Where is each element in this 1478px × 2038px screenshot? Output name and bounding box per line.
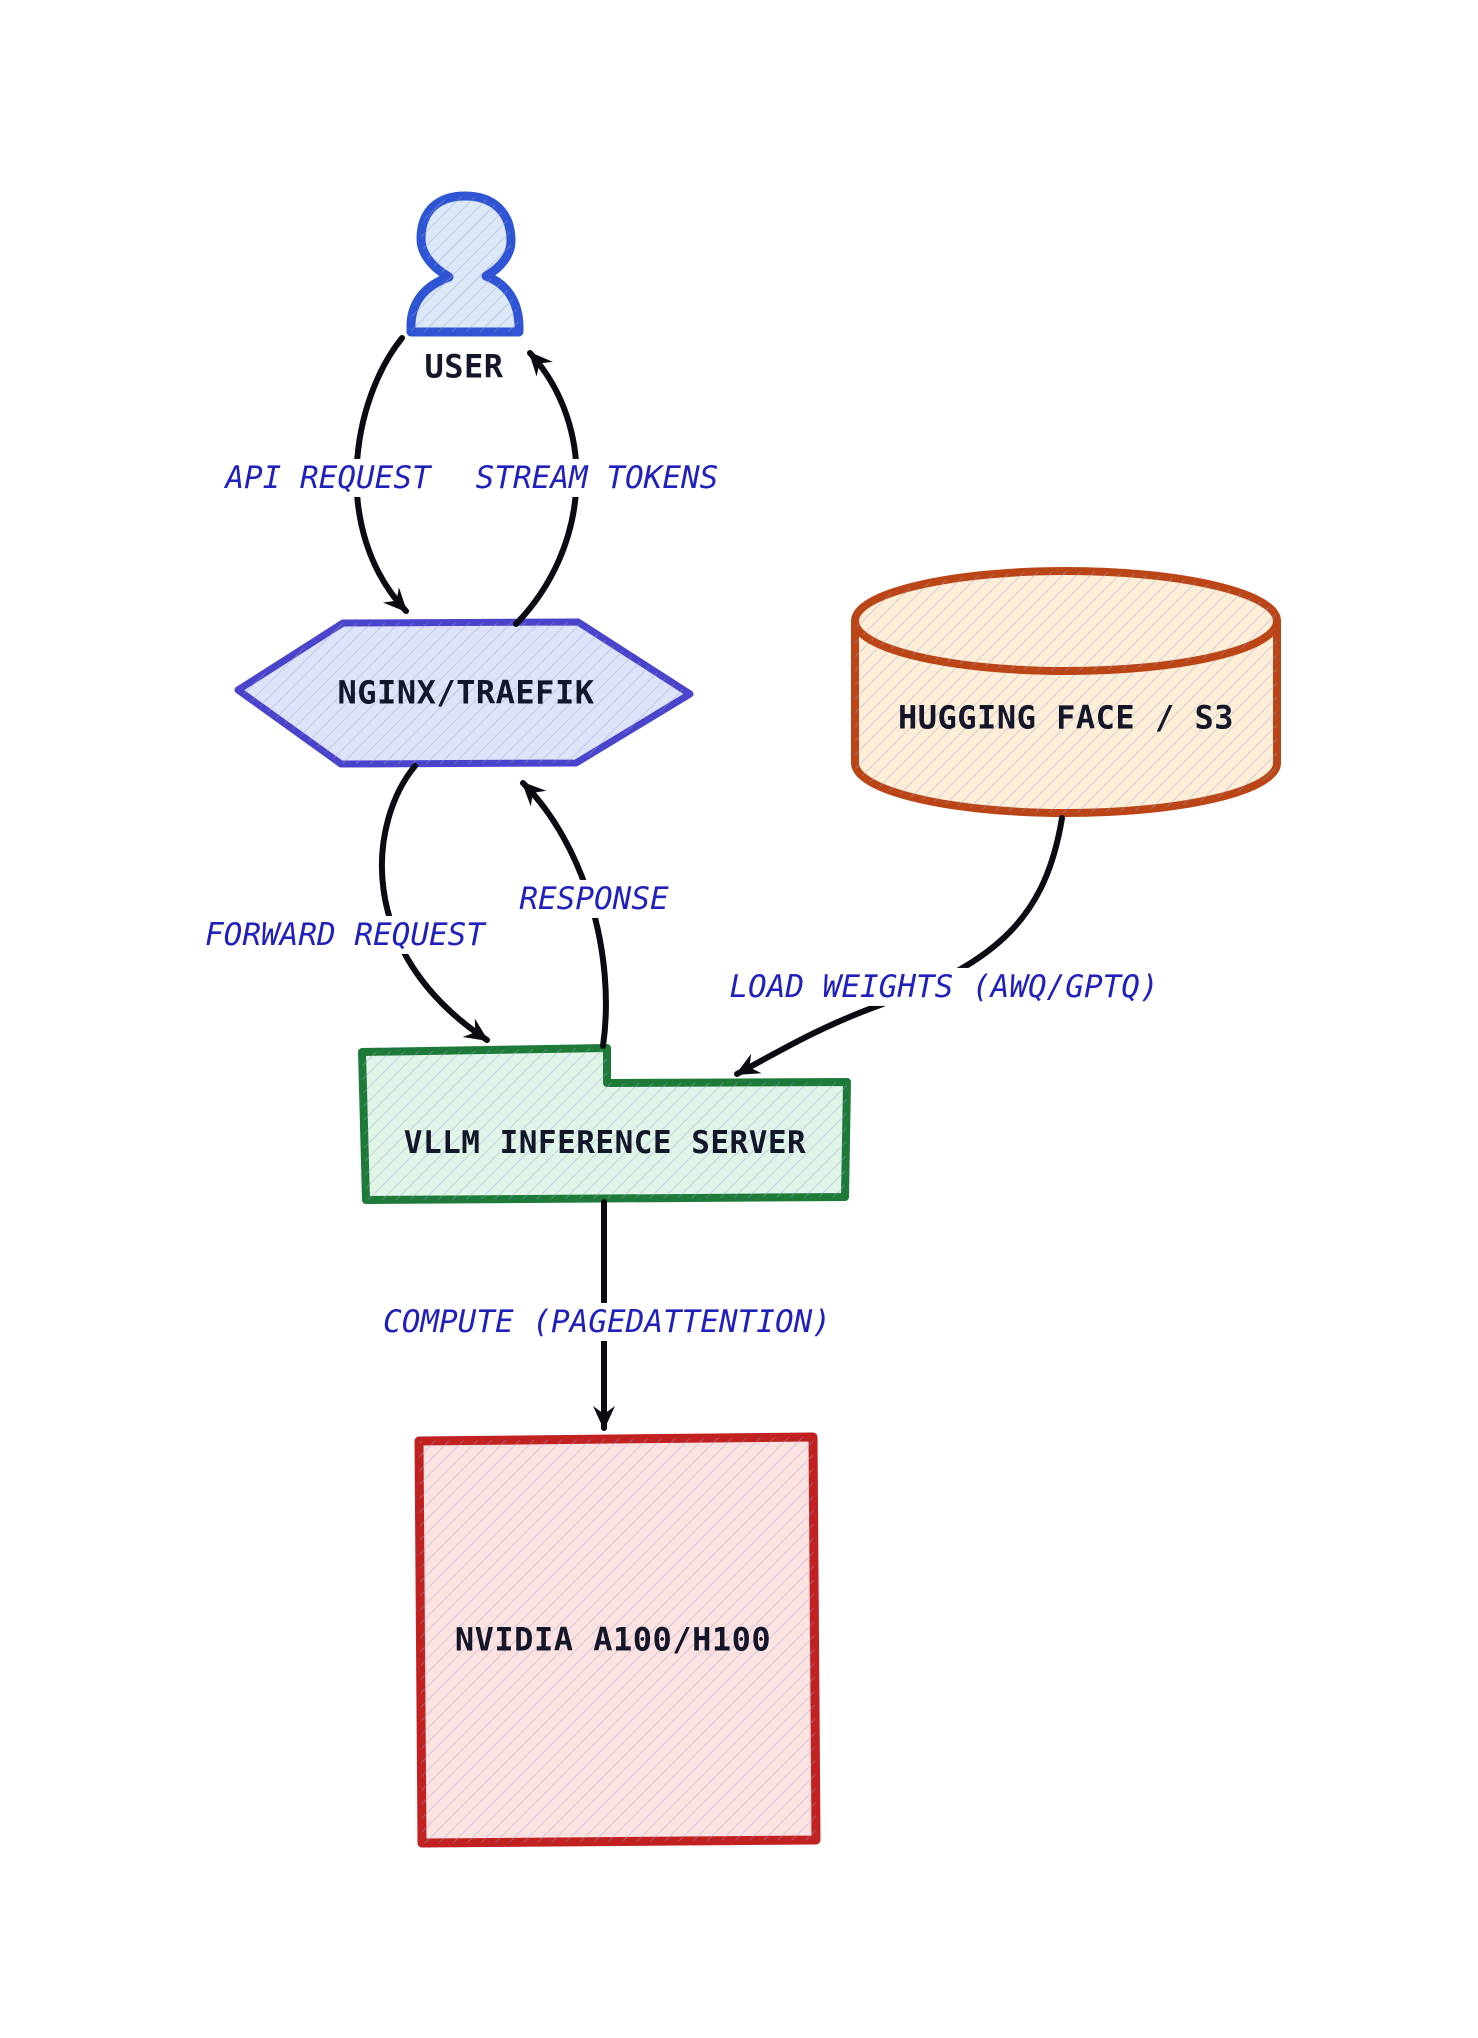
- server-shape-hatch: [362, 1048, 847, 1200]
- compute-edge-label: COMPUTE (PAGEDATTENTION): [375, 1302, 839, 1342]
- user-node: [406, 191, 524, 337]
- api-request-edge-label: API REQUEST: [217, 458, 439, 498]
- model-store-node: [851, 567, 1281, 817]
- cylinder-body-hatch: [855, 621, 1277, 813]
- model-store-label: HUGGING FACE / S3: [897, 698, 1235, 737]
- user-icon-hatch: [411, 196, 519, 332]
- stream-tokens-edge-label: STREAM TOKENS: [467, 458, 727, 498]
- inference-server-label: VLLM INFERENCE SERVER: [403, 1124, 807, 1161]
- gateway-label: NGINX/TRAEFIK: [337, 673, 595, 712]
- response-edge-label: RESPONSE: [511, 879, 677, 919]
- edges: [353, 335, 1065, 1431]
- cylinder-top-hatch: [855, 571, 1277, 671]
- gpu-label: NVIDIA A100/H100: [454, 1620, 772, 1659]
- load-weights-edge-label: LOAD WEIGHTS (AWQ/GPTQ): [721, 967, 1167, 1007]
- gateway-node: [234, 618, 694, 768]
- forward-request-arrow: [379, 763, 490, 1043]
- load-weights-arrow: [734, 815, 1065, 1077]
- user-label: USER: [424, 347, 504, 386]
- hexagon-hatch: [238, 622, 690, 764]
- forward-request-edge-label: FORWARD REQUEST: [197, 915, 493, 955]
- inference-server-node: [358, 1044, 851, 1204]
- gpu-shape-hatch: [419, 1437, 816, 1843]
- gpu-node: [414, 1432, 821, 1848]
